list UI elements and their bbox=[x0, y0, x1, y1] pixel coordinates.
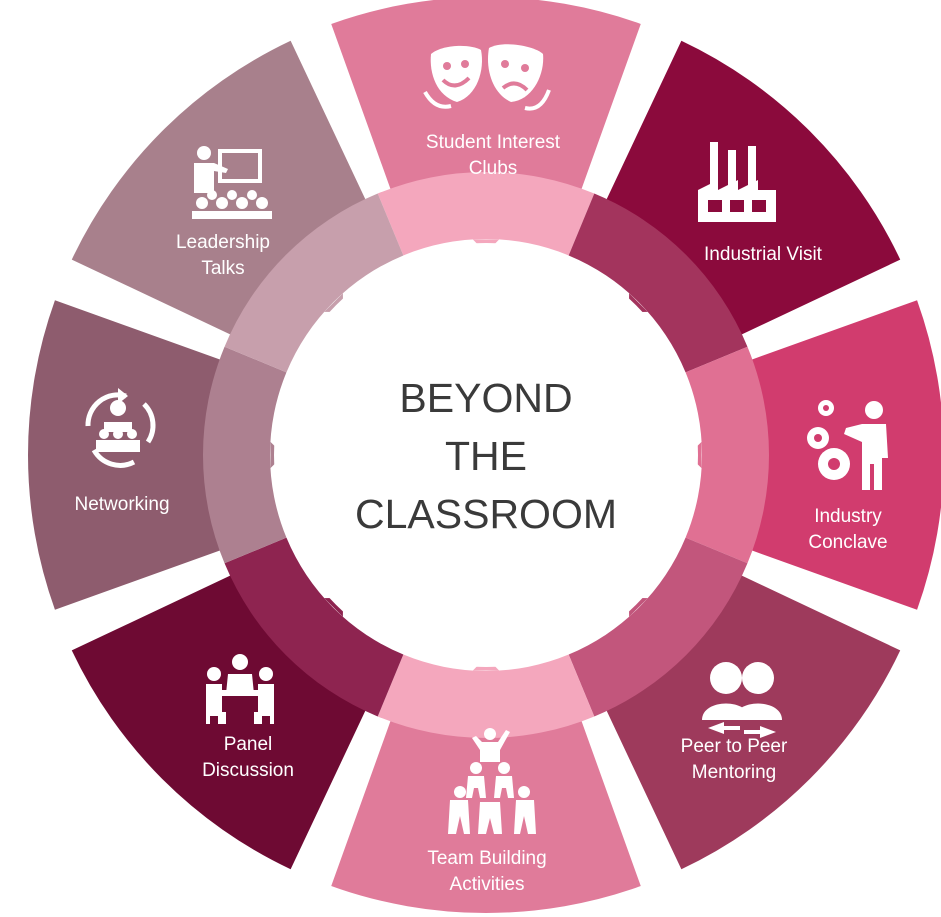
ring-band-4 bbox=[377, 654, 595, 738]
inner-ring bbox=[203, 172, 769, 738]
ring-band-5 bbox=[224, 537, 404, 717]
ring-band-7 bbox=[224, 193, 404, 373]
center-title-line-3: CLASSROOM bbox=[355, 491, 617, 537]
ring-band-3 bbox=[568, 537, 748, 717]
gears-presenter-icon bbox=[807, 400, 888, 490]
panel-meeting-icon bbox=[206, 654, 274, 724]
segment-label-3-line-1: Mentoring bbox=[692, 762, 777, 783]
peer-exchange-icon bbox=[702, 662, 782, 738]
ring-band-6 bbox=[203, 346, 287, 564]
segment-label-5-line-0: Panel bbox=[224, 734, 273, 755]
center-title: BEYOND THE CLASSROOM bbox=[355, 375, 617, 537]
segment-label-0-line-1: Clubs bbox=[469, 158, 518, 179]
theater-masks-icon bbox=[423, 44, 551, 111]
segment-label-6-line-0: Networking bbox=[74, 494, 169, 515]
segment-label-1-line-0: Industrial Visit bbox=[704, 244, 823, 265]
center-disc bbox=[274, 243, 698, 667]
ring-band-1 bbox=[568, 193, 748, 373]
segment-label-4-line-1: Activities bbox=[450, 874, 525, 895]
segment-3 bbox=[606, 575, 901, 870]
center-title-line-2: THE bbox=[445, 433, 527, 479]
team-pyramid-icon bbox=[448, 728, 536, 834]
segment-label-3-line-0: Peer to Peer bbox=[681, 736, 788, 757]
segment-6 bbox=[28, 300, 221, 610]
segment-label-7-line-0: Leadership bbox=[176, 232, 270, 253]
segment-0 bbox=[331, 0, 641, 190]
segment-label-2-line-1: Conclave bbox=[808, 532, 887, 553]
segment-label-4-line-0: Team Building bbox=[427, 848, 546, 869]
segment-label-5-line-1: Discussion bbox=[202, 760, 294, 781]
ring-band-0 bbox=[377, 172, 595, 256]
segment-7 bbox=[71, 40, 366, 335]
segment-label-0-line-0: Student Interest bbox=[426, 132, 561, 153]
ring-band-2 bbox=[685, 346, 769, 564]
network-cycle-icon bbox=[85, 388, 156, 468]
center-title-line-1: BEYOND bbox=[399, 375, 572, 421]
segment-label-7-line-1: Talks bbox=[201, 258, 244, 279]
presentation-audience-icon bbox=[192, 146, 272, 219]
factory-icon bbox=[698, 142, 776, 222]
segment-label-2-line-0: Industry bbox=[814, 506, 882, 527]
